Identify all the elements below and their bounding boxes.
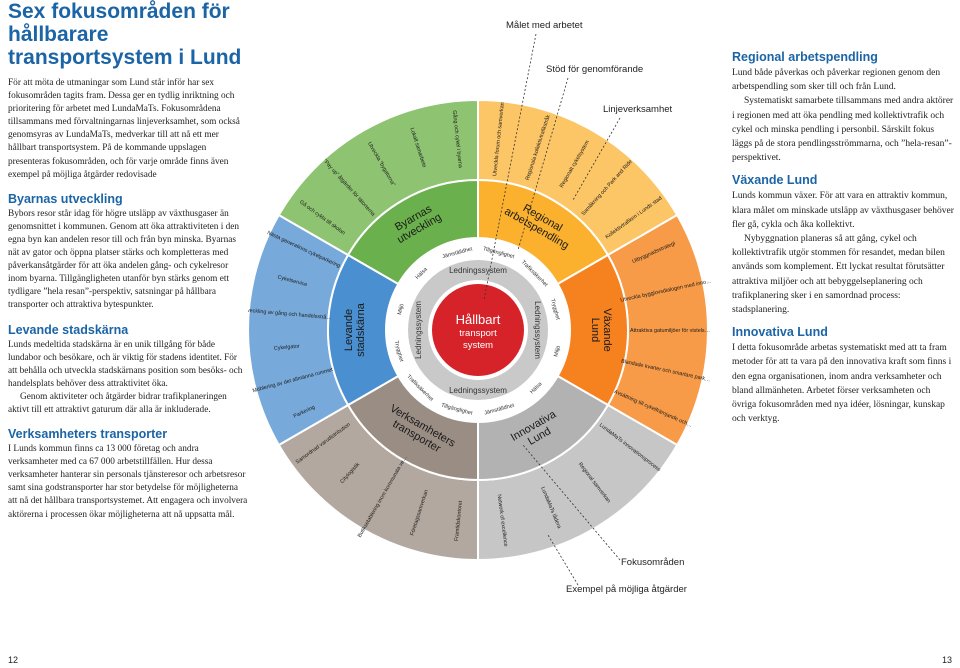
- value-label: Trygghet: [549, 298, 560, 321]
- right-section-paragraph: Nybyggnation planeras så att gång, cykel…: [732, 234, 945, 316]
- left-section-heading-1: Levande stadskärna: [8, 322, 129, 337]
- page-number-left: 12: [8, 655, 19, 665]
- right-section-heading-2: Innovativa Lund: [732, 325, 828, 340]
- measure-label: Attraktiva gatumiljöer för vistels…: [630, 328, 710, 334]
- value-label: Trygghet: [393, 340, 404, 363]
- intro-text: För att möta de utmaningar som Lund står…: [8, 78, 240, 180]
- measure-label: Cykelgator: [274, 344, 300, 352]
- center-circle: [432, 284, 524, 376]
- page-number-right: 13: [941, 655, 952, 665]
- right-section-heading-1: Växande Lund: [732, 173, 818, 188]
- focus-areas-leader: [522, 444, 621, 561]
- right-section-paragraph: Lunds kommun växer. För att vara en attr…: [732, 191, 954, 230]
- center-label: Hållbart: [456, 312, 501, 327]
- focus-area-label: Växande: [601, 308, 613, 351]
- left-section-heading-0: Byarnas utveckling: [8, 191, 123, 206]
- management-label: Ledningssystem: [414, 301, 423, 359]
- value-label: Miljö: [397, 303, 406, 315]
- focus-area-label: Lund: [589, 318, 601, 342]
- left-section-heading-2: Verksamheters transporter: [8, 427, 168, 442]
- left-section-paragraph: Genom aktiviteter och åtgärder bidrar tr…: [8, 391, 227, 415]
- examples-leader: [547, 534, 579, 586]
- focus-wheel-diagram: HållbarttransportsystemLedningssystemLed…: [248, 20, 712, 595]
- right-section-paragraph: Lund både påverkas och påverkar regionen…: [732, 68, 941, 93]
- left-section-paragraph: I Lunds kommun finns ca 13 000 företag o…: [8, 444, 248, 520]
- focus-area-label: Levande: [343, 309, 355, 351]
- management-label: Ledningssystem: [449, 386, 507, 395]
- center-label: transport: [459, 328, 497, 339]
- focus-areas-label: Fokusområden: [621, 557, 684, 568]
- value-label: Miljö: [553, 345, 562, 357]
- right-section-paragraph: Systematiskt samarbete tillsammans med a…: [732, 96, 954, 164]
- support-label: Stöd för genomförande: [546, 64, 643, 75]
- goal-leader: [483, 33, 537, 301]
- examples-label: Exempel på möjliga åtgärder: [566, 584, 687, 595]
- focus-area-label: stadskärna: [355, 302, 367, 357]
- support-leader: [517, 77, 569, 251]
- right-section-paragraph: I detta fokusområde arbetas systematiskt…: [732, 343, 952, 425]
- line-label: Linjeverksamhet: [603, 104, 673, 115]
- left-section-paragraph: Bybors resor står idag för högre utsläpp…: [8, 208, 240, 311]
- right-section-heading-0: Regional arbetspendling: [732, 50, 878, 64]
- management-label: Ledningssystem: [449, 266, 507, 275]
- measure-label: Framtidskontoret: [454, 500, 464, 541]
- goal-label: Målet med arbetet: [506, 20, 583, 31]
- left-section-paragraph: Lunds medeltida stadskärna är en unik ti…: [8, 339, 243, 389]
- center-label: system: [463, 340, 493, 351]
- management-label: Ledningssystem: [533, 301, 542, 359]
